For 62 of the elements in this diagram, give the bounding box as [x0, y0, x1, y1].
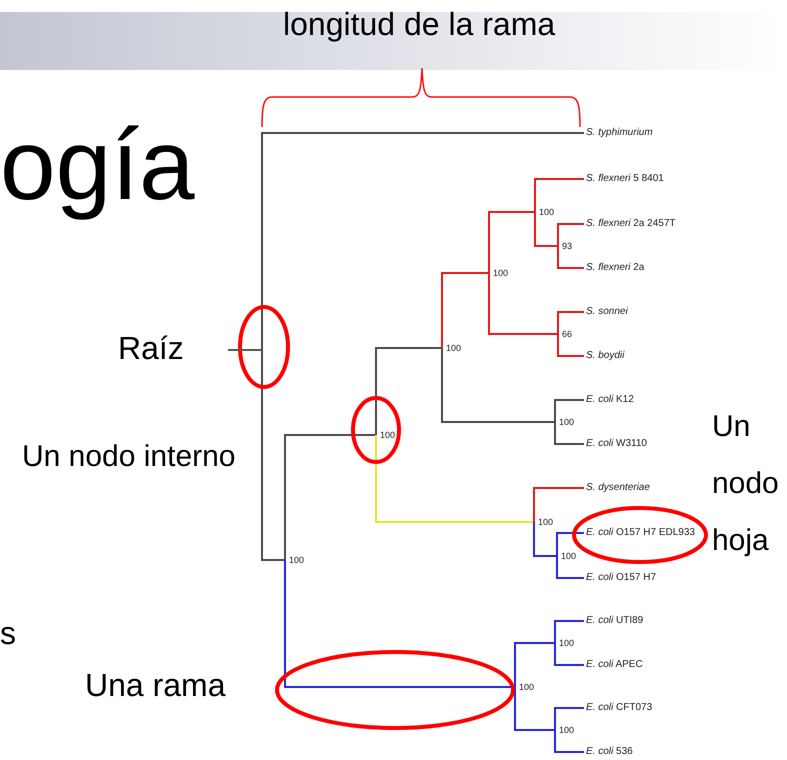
annotation-text: Una rama [85, 667, 226, 704]
tree-branch [554, 643, 584, 666]
bootstrap-value: 100 [489, 267, 508, 279]
taxon-label: E. coli UTI89 [584, 615, 644, 627]
annotation-text: Un nodo hoja [712, 409, 780, 559]
taxon-label: E. coli K12 [584, 394, 634, 406]
taxon-label: S. sonnei [584, 306, 628, 318]
taxon-label: S. flexneri 2a 2457T [584, 218, 676, 230]
bootstrap-value: 100 [555, 416, 574, 428]
tree-branch [284, 434, 376, 560]
tree-branch [534, 212, 558, 247]
taxon-label: E. coli O157 H7 [584, 572, 656, 584]
tree-branch [556, 532, 584, 556]
taxon-label: E. coli 536 [584, 746, 633, 758]
bootstrap-value: 93 [558, 240, 572, 252]
tree-branch [554, 399, 584, 422]
bootstrap-value: 66 [558, 328, 572, 340]
bootstrap-value: 100 [515, 681, 534, 693]
taxon-label: S. dysenteriae [584, 482, 650, 494]
bootstrap-value: 100 [535, 206, 554, 218]
bootstrap-value: 100 [442, 342, 462, 354]
tree-branch [554, 620, 584, 643]
tree-branch [557, 334, 584, 357]
tree-branch [556, 556, 584, 579]
tree-branch [488, 211, 535, 273]
tree-branch [375, 435, 534, 523]
taxon-label: E. coli W3110 [584, 438, 647, 450]
tree-branch [557, 223, 584, 246]
tree-branch [554, 730, 584, 753]
taxon-label: S. flexneri 2a [584, 262, 644, 274]
taxon-label: E. coli APEC [584, 659, 643, 671]
tree-branch [514, 687, 555, 731]
tree-branch [488, 273, 558, 335]
bootstrap-value: 100 [534, 516, 554, 528]
tree-branch [554, 707, 584, 730]
tree-branch [557, 246, 584, 269]
annotation-text: longitud de la rama [283, 6, 556, 43]
bootstrap-value: 100 [555, 637, 574, 649]
tree-branch [557, 311, 584, 334]
bootstrap-value: 100 [376, 429, 396, 441]
tree-branch [441, 272, 489, 348]
taxon-label: S. typhimurium [584, 127, 653, 139]
tree-branch [441, 348, 555, 423]
tree-branch [533, 487, 584, 522]
bootstrap-value: 100 [557, 550, 576, 562]
bootstrap-value: 100 [285, 554, 304, 566]
taxon-label: E. coli O157 H7 EDL933 [584, 527, 695, 539]
tree-branch [261, 132, 584, 350]
annotation-text: Un nodo interno [22, 440, 236, 474]
annotation-text: s [0, 615, 16, 652]
taxon-label: E. coli CFT073 [584, 702, 652, 714]
bootstrap-value: 100 [555, 724, 574, 736]
annotation-text: ogía [0, 108, 195, 223]
tree-branch [533, 522, 557, 557]
tree-branch [554, 422, 584, 445]
taxon-label: S. boydii [584, 350, 624, 362]
tree-branch [375, 347, 442, 435]
tree-branch [261, 350, 285, 561]
annotation-text: Raíz [118, 330, 184, 367]
taxon-label: S. flexneri 5 8401 [584, 173, 664, 185]
tree-branch [534, 178, 584, 212]
tree-branch [514, 642, 555, 687]
